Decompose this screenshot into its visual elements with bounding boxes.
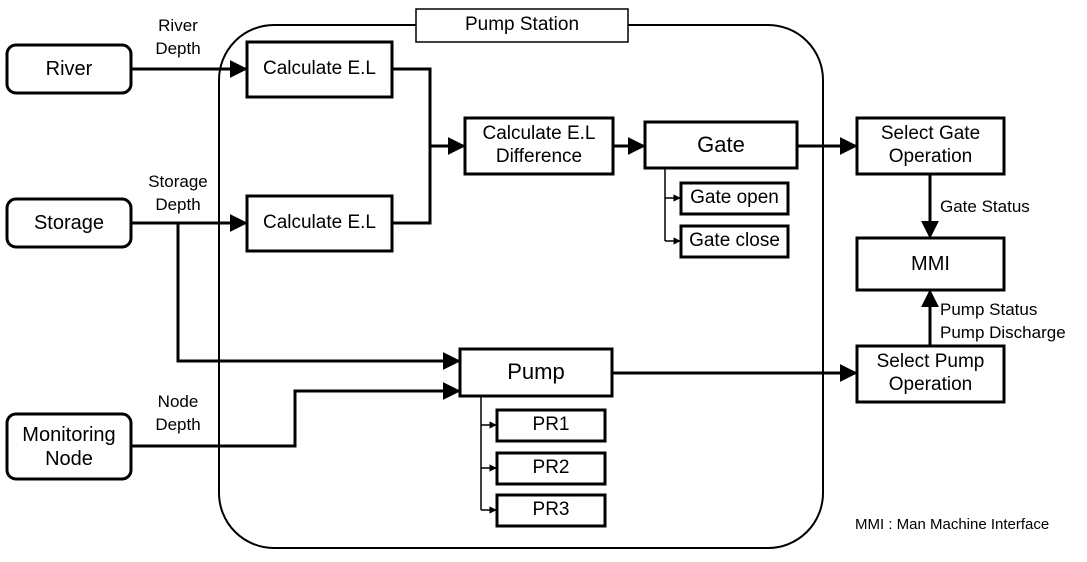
gate-close-label: Gate close — [689, 230, 780, 252]
pr3-box — [495, 493, 607, 528]
gate-label: Gate — [697, 131, 745, 157]
calc-el-storage-box — [245, 194, 394, 253]
calc-el-merge-line — [392, 67, 432, 225]
node-depth-label: Node Depth — [155, 392, 201, 434]
pr1-box — [495, 408, 607, 443]
mmi-label: MMI — [911, 253, 950, 275]
pump-station-title-box — [415, 8, 629, 43]
storage-depth-label: Storage Depth — [148, 172, 208, 214]
storage-to-pump-arrow — [176, 223, 461, 370]
calc-el-river-label: Calculate E.L — [262, 58, 376, 80]
storage-label: Storage — [33, 212, 105, 234]
river-depth-label: River Depth — [155, 16, 201, 58]
monitoring-node-label: Monitoring Node — [22, 423, 116, 470]
pump-station-title: Pump Station — [464, 14, 580, 36]
pr2-box — [495, 451, 607, 486]
mmi-footnote: MMI : Man Machine Interface — [855, 516, 1050, 533]
pr3-label: PR3 — [532, 499, 570, 521]
gate-status-label: Gate Status — [940, 197, 1030, 216]
select-pump-operation-label: Select Pump Operation — [876, 351, 985, 395]
gate-open-label: Gate open — [690, 187, 779, 209]
pump-status-discharge-label: Pump Status Pump Discharge — [940, 300, 1066, 342]
select-gate-operation-label: Select Gate Operation — [880, 123, 981, 167]
pump-box — [458, 347, 614, 398]
pr2-label: PR2 — [532, 457, 570, 479]
gate-close-box — [679, 224, 790, 259]
pump-label: Pump — [507, 359, 565, 385]
gate-box — [643, 120, 799, 170]
calc-el-difference-label: Calculate E.L Difference — [482, 123, 596, 167]
select-pump-operation-box — [855, 344, 1006, 404]
gate-open-box — [679, 181, 790, 216]
mmi-box — [855, 236, 1006, 292]
calc-el-storage-label: Calculate E.L — [262, 212, 376, 234]
river-label: River — [45, 58, 93, 80]
pr1-label: PR1 — [532, 414, 570, 436]
monitoring-to-pump-arrow — [131, 382, 461, 448]
